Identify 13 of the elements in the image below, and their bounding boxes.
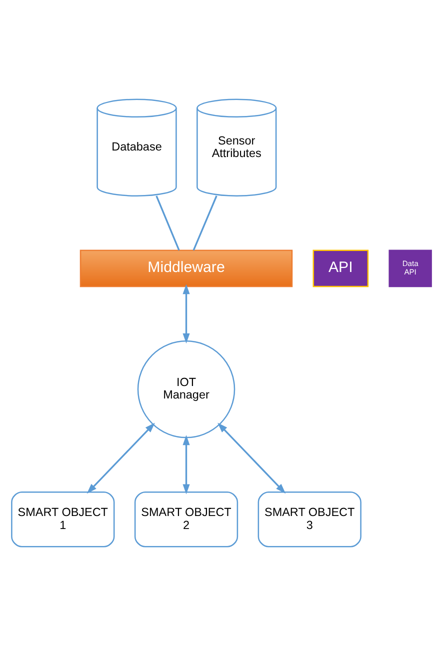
- node-box: Data API: [388, 250, 432, 288]
- arrow: [86, 422, 155, 494]
- node-box: SMART OBJECT 2: [134, 491, 238, 548]
- connector: [156, 196, 180, 251]
- node-box: API: [312, 250, 369, 288]
- arrow: [182, 435, 190, 494]
- connector: [192, 196, 218, 251]
- node-box: SMART OBJECT 3: [258, 491, 362, 548]
- arrow: [182, 284, 190, 344]
- node-box: Middleware: [80, 250, 293, 288]
- node-box: SMART OBJECT 1: [11, 491, 115, 548]
- node-circle: IOT Manager: [137, 340, 236, 438]
- arrow: [218, 422, 286, 494]
